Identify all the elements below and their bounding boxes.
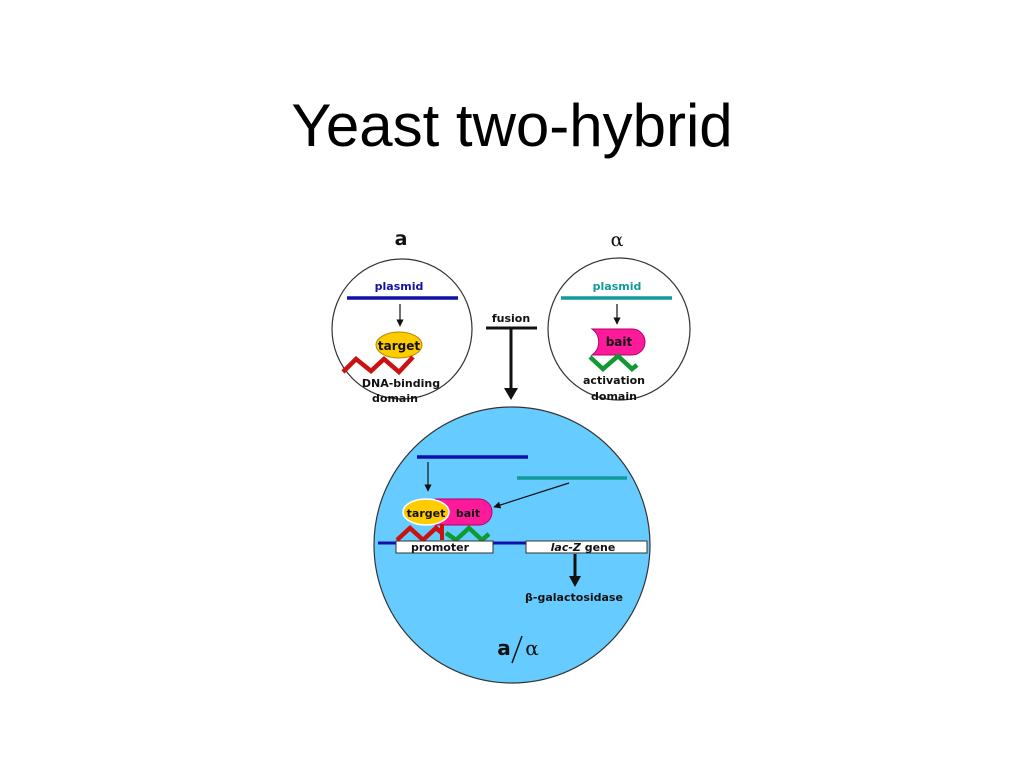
bait-protein (590, 328, 646, 356)
expression-arrowhead (569, 576, 581, 587)
dna-binding-domain-label-1: DNA-binding (362, 377, 440, 390)
cell-alpha: α plasmid bait activation domain (547, 229, 691, 403)
fusion-label: fusion (492, 312, 530, 325)
bait-protein-label: bait (606, 335, 633, 349)
diploid-membrane (373, 406, 651, 684)
diploid-label-slash (511, 635, 523, 664)
cell-a-membrane (331, 258, 473, 400)
cell-alpha-plasmid-label: plasmid (593, 280, 642, 293)
diploid-target-protein (402, 498, 450, 526)
target-protein-label: target (378, 339, 420, 353)
diploid-target-label: target (407, 507, 446, 520)
cell-a-heading: a (395, 228, 408, 250)
fusion-arrow: fusion (486, 312, 537, 400)
target-protein (375, 331, 423, 359)
cell-alpha-heading: α (611, 229, 624, 251)
dna-binding-domain-zigzag (341, 355, 415, 376)
diploid-bait-arrow (493, 482, 570, 509)
diploid-dna-binding-zigzag (395, 524, 444, 544)
cell-a-plasmid-label: plasmid (375, 280, 424, 293)
diploid-label-alpha: α (525, 636, 539, 660)
activation-domain-label-2: domain (591, 390, 637, 403)
promoter-box (395, 540, 494, 554)
lacz-gene-label: lac-Z gene (551, 541, 616, 554)
activation-domain-zigzag (588, 352, 639, 373)
diploid-bait-label: bait (456, 507, 480, 520)
diploid-activation-zigzag (444, 524, 491, 544)
dna-binding-domain-label-2: domain (372, 392, 418, 405)
slide-title: Yeast two-hybrid (291, 92, 733, 159)
diploid-bait-protein (434, 498, 493, 526)
promoter-label: promoter (411, 541, 470, 554)
beta-galactosidase-label: β-galactosidase (525, 591, 623, 604)
activation-domain-label-1: activation (583, 374, 645, 387)
fusion-arrowhead (504, 388, 518, 400)
lacz-gene-box (525, 540, 648, 554)
diploid-cell: bait target promoter lac-Z gene β-galact… (373, 406, 651, 684)
cell-a: a plasmid target DNA-binding domain (331, 228, 473, 405)
diploid-label-a: a (497, 636, 511, 660)
